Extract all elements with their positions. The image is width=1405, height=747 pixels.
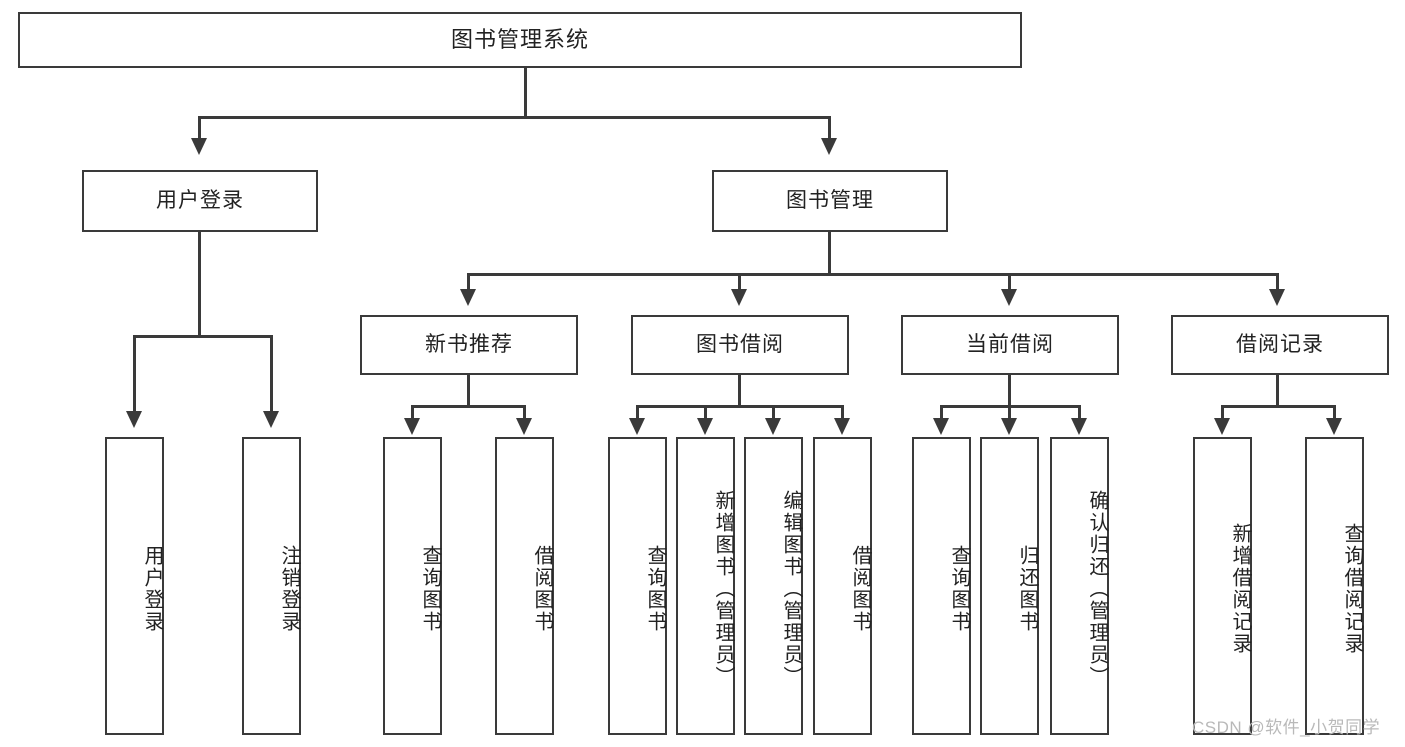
arrowhead-new-book-child-2 <box>516 418 532 435</box>
node-current-borrow[interactable]: 当前借阅 <box>901 315 1119 375</box>
connector-book-manage-child-3 <box>1008 273 1011 291</box>
connector-root-stem <box>524 68 527 118</box>
node-leaf-query-book-current[interactable]: 查询图书 <box>912 437 971 735</box>
csdn-watermark: CSDN @软件_小贺同学 <box>1192 718 1381 737</box>
node-label: 编辑图书（管理员） <box>780 490 802 688</box>
connector-borrow-record-stem <box>1276 375 1279 407</box>
node-leaf-add-book-admin[interactable]: 新增图书（管理员） <box>676 437 735 735</box>
arrowhead-book-manage <box>821 138 837 155</box>
node-label: 查询借阅记录 <box>1341 523 1363 655</box>
arrowhead-book-borrow-child-1 <box>629 418 645 435</box>
node-new-book-recommend[interactable]: 新书推荐 <box>360 315 578 375</box>
arrowhead-user-login-child-1 <box>126 411 142 428</box>
arrowhead-borrow-record-child-2 <box>1326 418 1342 435</box>
node-leaf-edit-book-admin[interactable]: 编辑图书（管理员） <box>744 437 803 735</box>
arrowhead-book-borrow-child-2 <box>697 418 713 435</box>
connector-book-manage-child-2 <box>738 273 741 291</box>
node-label: 新书推荐 <box>425 333 513 357</box>
node-leaf-query-book-recommend[interactable]: 查询图书 <box>383 437 442 735</box>
arrowhead-current-borrow <box>1001 289 1017 306</box>
node-user-login[interactable]: 用户登录 <box>82 170 318 232</box>
connector-root-to-book-manage <box>828 116 831 140</box>
connector-new-book-child-1 <box>411 405 414 419</box>
node-label: 用户登录 <box>156 189 244 213</box>
node-book-borrow[interactable]: 图书借阅 <box>631 315 849 375</box>
arrowhead-borrow-record <box>1269 289 1285 306</box>
node-leaf-add-borrow-record[interactable]: 新增借阅记录 <box>1193 437 1252 735</box>
arrowhead-new-book-recommend <box>460 289 476 306</box>
arrowhead-user-login-child-2 <box>263 411 279 428</box>
node-label: 归还图书 <box>1016 545 1038 633</box>
node-label: 图书管理系统 <box>450 26 589 52</box>
node-borrow-record[interactable]: 借阅记录 <box>1171 315 1389 375</box>
arrowhead-book-borrow-child-4 <box>834 418 850 435</box>
arrowhead-current-borrow-child-1 <box>933 418 949 435</box>
node-leaf-borrow-book[interactable]: 借阅图书 <box>813 437 872 735</box>
connector-book-manage-child-4 <box>1276 273 1279 291</box>
connector-new-book-child-2 <box>523 405 526 419</box>
connector-user-login-child-2 <box>270 335 273 413</box>
node-label: 图书管理 <box>786 189 874 213</box>
node-leaf-query-book-borrow[interactable]: 查询图书 <box>608 437 667 735</box>
connector-user-login-bus <box>133 335 273 338</box>
node-leaf-logout[interactable]: 注销登录 <box>242 437 301 735</box>
node-leaf-user-login[interactable]: 用户登录 <box>105 437 164 735</box>
node-label: 新增借阅记录 <box>1229 523 1251 655</box>
connector-user-login-child-1 <box>133 335 136 413</box>
connector-current-borrow-stem <box>1008 375 1011 407</box>
node-label: 图书借阅 <box>696 333 784 357</box>
connector-book-borrow-bus <box>636 405 844 408</box>
arrowhead-new-book-child-1 <box>404 418 420 435</box>
arrowhead-book-borrow-child-3 <box>765 418 781 435</box>
connector-new-book-bus <box>411 405 526 408</box>
connector-user-login-stem <box>198 232 201 337</box>
node-label: 查询图书 <box>948 545 970 633</box>
node-label: 注销登录 <box>278 545 300 633</box>
node-label: 用户登录 <box>141 545 163 633</box>
arrowhead-borrow-record-child-1 <box>1214 418 1230 435</box>
connector-current-borrow-child-3 <box>1078 405 1081 419</box>
node-leaf-return-book[interactable]: 归还图书 <box>980 437 1039 735</box>
arrowhead-current-borrow-child-3 <box>1071 418 1087 435</box>
connector-book-borrow-child-4 <box>841 405 844 419</box>
arrowhead-user-login <box>191 138 207 155</box>
connector-borrow-record-bus <box>1221 405 1336 408</box>
node-label: 确认归还（管理员） <box>1086 490 1108 688</box>
node-root-library-system[interactable]: 图书管理系统 <box>18 12 1022 68</box>
node-label: 借阅图书 <box>531 545 553 633</box>
node-label: 当前借阅 <box>966 333 1054 357</box>
node-label: 借阅图书 <box>849 545 871 633</box>
connector-borrow-record-child-2 <box>1333 405 1336 419</box>
node-leaf-confirm-return-admin[interactable]: 确认归还（管理员） <box>1050 437 1109 735</box>
connector-root-bus <box>198 116 830 119</box>
node-label: 查询图书 <box>419 545 441 633</box>
node-label: 新增图书（管理员） <box>712 490 734 688</box>
connector-current-borrow-child-2 <box>1008 405 1011 419</box>
arrowhead-book-borrow <box>731 289 747 306</box>
node-label: 查询图书 <box>644 545 666 633</box>
connector-book-borrow-child-1 <box>636 405 639 419</box>
connector-borrow-record-child-1 <box>1221 405 1224 419</box>
arrowhead-current-borrow-child-2 <box>1001 418 1017 435</box>
node-leaf-query-borrow-record[interactable]: 查询借阅记录 <box>1305 437 1364 735</box>
connector-current-borrow-child-1 <box>940 405 943 419</box>
connector-book-borrow-stem <box>738 375 741 407</box>
connector-book-manage-child-1 <box>467 273 470 291</box>
node-leaf-borrow-book-recommend[interactable]: 借阅图书 <box>495 437 554 735</box>
connector-new-book-stem <box>467 375 470 407</box>
connector-book-manage-bus <box>467 273 1279 276</box>
node-book-management[interactable]: 图书管理 <box>712 170 948 232</box>
connector-book-manage-stem <box>828 232 831 275</box>
connector-book-borrow-child-3 <box>772 405 775 419</box>
connector-book-borrow-child-2 <box>704 405 707 419</box>
connector-root-to-user-login <box>198 116 201 140</box>
node-label: 借阅记录 <box>1236 333 1324 357</box>
